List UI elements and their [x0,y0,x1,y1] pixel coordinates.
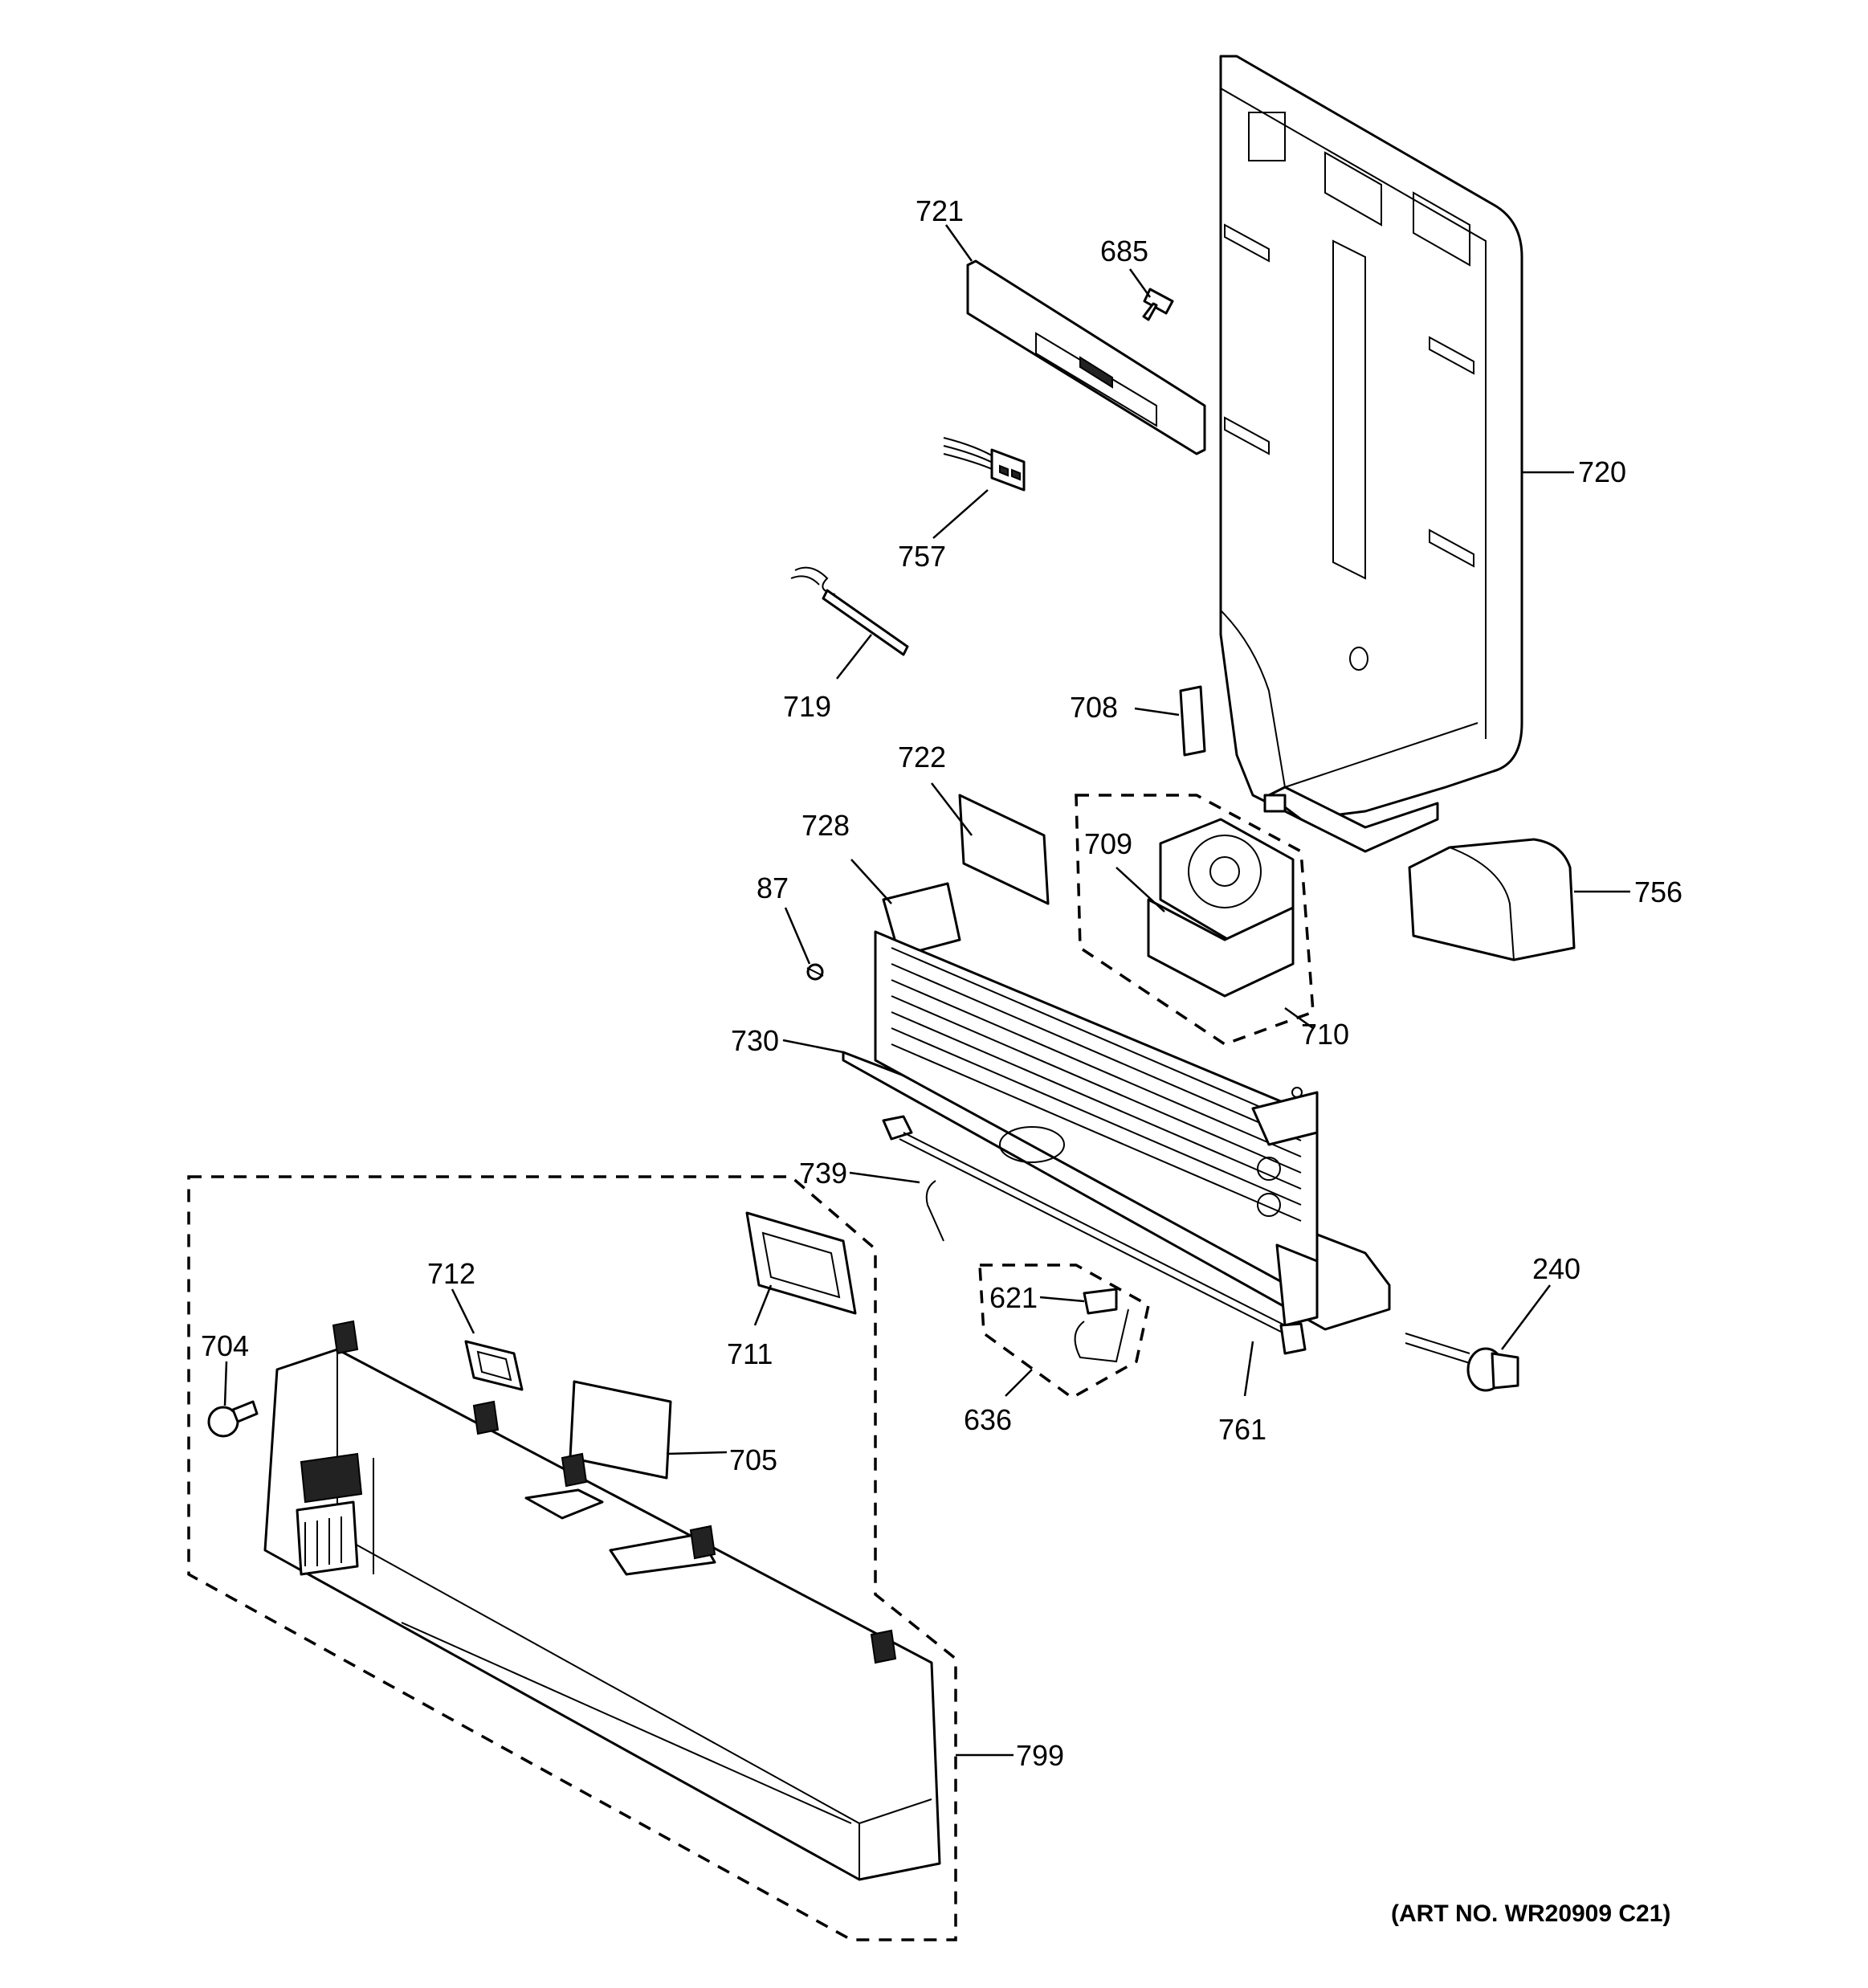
part-240-thermostat [1405,1333,1519,1392]
part-705-card [569,1380,672,1480]
part-720-panel [1219,55,1523,853]
part-722-card [958,794,1050,905]
label-685: 685 [1100,235,1148,267]
label-710: 710 [1301,1018,1349,1051]
label-739: 739 [799,1157,847,1190]
label-712: 712 [427,1257,475,1290]
boundary-799-control-box [187,1175,957,1941]
part-87-screw [806,963,824,981]
part-757-connector [943,437,1026,492]
label-761: 761 [1218,1413,1266,1446]
part-709-fan [1147,818,1295,998]
boundary-710-fan-assembly [1075,794,1315,1046]
part-730-evaporator [842,882,1391,1331]
part-739-clip [925,1180,944,1242]
label-721: 721 [916,194,964,227]
part-708-block [1179,685,1206,757]
label-711: 711 [727,1337,773,1370]
label-240: 240 [1532,1252,1580,1285]
label-709: 709 [1084,827,1132,860]
label-728: 728 [801,809,850,842]
part-704-screw [207,1400,259,1438]
label-757: 757 [898,540,946,573]
label-756: 756 [1634,876,1682,908]
part-721-cover [966,259,1206,455]
part-799-control-box-body [263,1320,941,1881]
label-730: 730 [731,1024,779,1057]
label-705: 705 [729,1443,777,1476]
part-756-cover [1408,838,1576,961]
part-761-heater [882,1115,1307,1355]
part-711-bezel [745,1211,857,1315]
label-621: 621 [989,1281,1038,1314]
label-720: 720 [1578,455,1626,488]
label-636: 636 [964,1403,1012,1436]
leader-lines [223,224,1630,1757]
label-708: 708 [1070,691,1118,724]
part-719-sensor [790,566,909,656]
label-704: 704 [201,1329,249,1362]
art-number: (ART NO. WR20909 C21) [1391,1900,1670,1927]
boundary-636-clip-assembly [978,1263,1150,1400]
part-712-grommet [464,1340,524,1391]
part-621-clip [1074,1288,1129,1363]
label-87: 87 [757,872,789,904]
label-799: 799 [1016,1739,1064,1772]
label-719: 719 [783,690,831,723]
label-722: 722 [898,741,946,774]
part-685-screw [1142,288,1174,321]
